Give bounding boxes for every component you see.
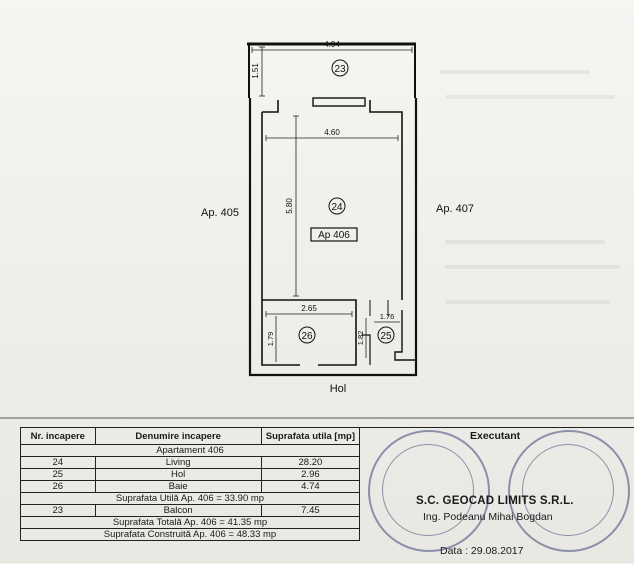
header-nr: Nr. incapere <box>20 427 96 445</box>
balcony-room-number: 23 <box>334 64 346 75</box>
certificate-stamp-inner <box>522 444 614 536</box>
living-width-label: 4.60 <box>324 128 340 137</box>
hall-room-number: 25 <box>380 331 392 342</box>
room-nr: 24 <box>20 456 96 469</box>
hall-depth-label: 1.82 <box>356 331 365 346</box>
room-area: 7.45 <box>260 504 361 517</box>
bath-room-number: 26 <box>301 331 313 342</box>
bleed-through-line <box>445 95 615 99</box>
executant-person: Ing. Podeanu Mihai Bogdan <box>423 511 553 523</box>
balcony-door-frame <box>312 97 366 107</box>
certificate-stamp <box>508 430 630 552</box>
area-table: Nr. incapere Denumire incapere Suprafata… <box>20 427 361 541</box>
room-area: 28.20 <box>260 456 361 469</box>
hall-room-marker <box>377 326 395 344</box>
apartment-title-row: Apartament 406 <box>20 444 360 457</box>
hall-width-label: 1.76 <box>380 312 395 321</box>
executant-company: S.C. GEOCAD LIMITS S.R.L. <box>416 495 574 507</box>
apartment-title: Apartament 406 <box>20 444 360 457</box>
bath-width-label: 2.65 <box>301 304 317 313</box>
bath-door <box>362 334 371 365</box>
total-area-row: Suprafata Totală Ap. 406 = 41.35 mp <box>20 516 360 529</box>
table-row: 25 Hol 2.96 <box>20 468 361 481</box>
built-area: Suprafata Construită Ap. 406 = 48.33 mp <box>20 528 360 541</box>
useful-total: Suprafata Utilă Ap. 406 = 33.90 mp <box>20 492 360 505</box>
executant-block: Executant S.C. GEOCAD LIMITS S.R.L. Ing.… <box>360 427 634 564</box>
header-area: Suprafata utila [mp] <box>260 427 361 445</box>
balcony-room-marker <box>331 59 349 77</box>
entrance-door <box>394 310 416 361</box>
bath-depth-label: 1.79 <box>266 332 275 347</box>
room-name: Balcon <box>94 504 262 517</box>
authorization-stamp-inner <box>382 444 474 536</box>
room-nr: 25 <box>20 468 96 481</box>
room-area: 2.96 <box>260 468 361 481</box>
living-room-marker <box>328 197 346 215</box>
balcony-width-label: 4.94 <box>324 40 340 49</box>
header-name: Denumire incapere <box>94 427 262 445</box>
living-room-number: 24 <box>331 202 343 213</box>
executant-title: Executant <box>470 430 521 442</box>
table-header-row: Nr. incapere Denumire incapere Suprafata… <box>20 427 361 445</box>
bleed-through-line <box>445 300 610 304</box>
corridor-label: Hol <box>330 383 347 395</box>
table-row: 24 Living 28.20 <box>20 456 361 469</box>
bleed-through-line <box>445 240 605 244</box>
living-top-wall <box>262 100 403 300</box>
floor-plan: 4.94 1.51 23 4.60 5.80 24 <box>0 40 634 419</box>
table-row: 23 Balcon 7.45 <box>20 504 361 517</box>
unit-label: Ap 406 <box>318 230 350 241</box>
room-area: 4.74 <box>260 480 361 493</box>
living-inner-wall <box>261 112 357 366</box>
neighbor-left-label: Ap. 405 <box>201 207 239 219</box>
room-nr: 26 <box>20 480 96 493</box>
unit-label-box <box>310 227 358 242</box>
bath-room-marker <box>298 326 316 344</box>
neighbor-right-label: Ap. 407 <box>436 203 474 215</box>
bleed-through-line <box>445 265 620 269</box>
authorization-stamp <box>368 430 490 552</box>
room-name: Hol <box>94 468 262 481</box>
balcony-depth-label: 1.51 <box>251 63 260 79</box>
bleed-through-line <box>440 70 590 74</box>
executant-date: Data : 29.08.2017 <box>440 545 524 557</box>
room-name: Baie <box>94 480 262 493</box>
room-name: Living <box>94 456 262 469</box>
room-nr: 23 <box>20 504 96 517</box>
total-area: Suprafata Totală Ap. 406 = 41.35 mp <box>20 516 360 529</box>
built-area-row: Suprafata Construită Ap. 406 = 48.33 mp <box>20 528 360 541</box>
apartment-outer-wall <box>248 98 418 377</box>
hall-partition <box>369 300 389 316</box>
living-length-label: 5.80 <box>285 198 294 214</box>
useful-total-row: Suprafata Utilă Ap. 406 = 33.90 mp <box>20 492 360 505</box>
table-row: 26 Baie 4.74 <box>20 480 361 493</box>
